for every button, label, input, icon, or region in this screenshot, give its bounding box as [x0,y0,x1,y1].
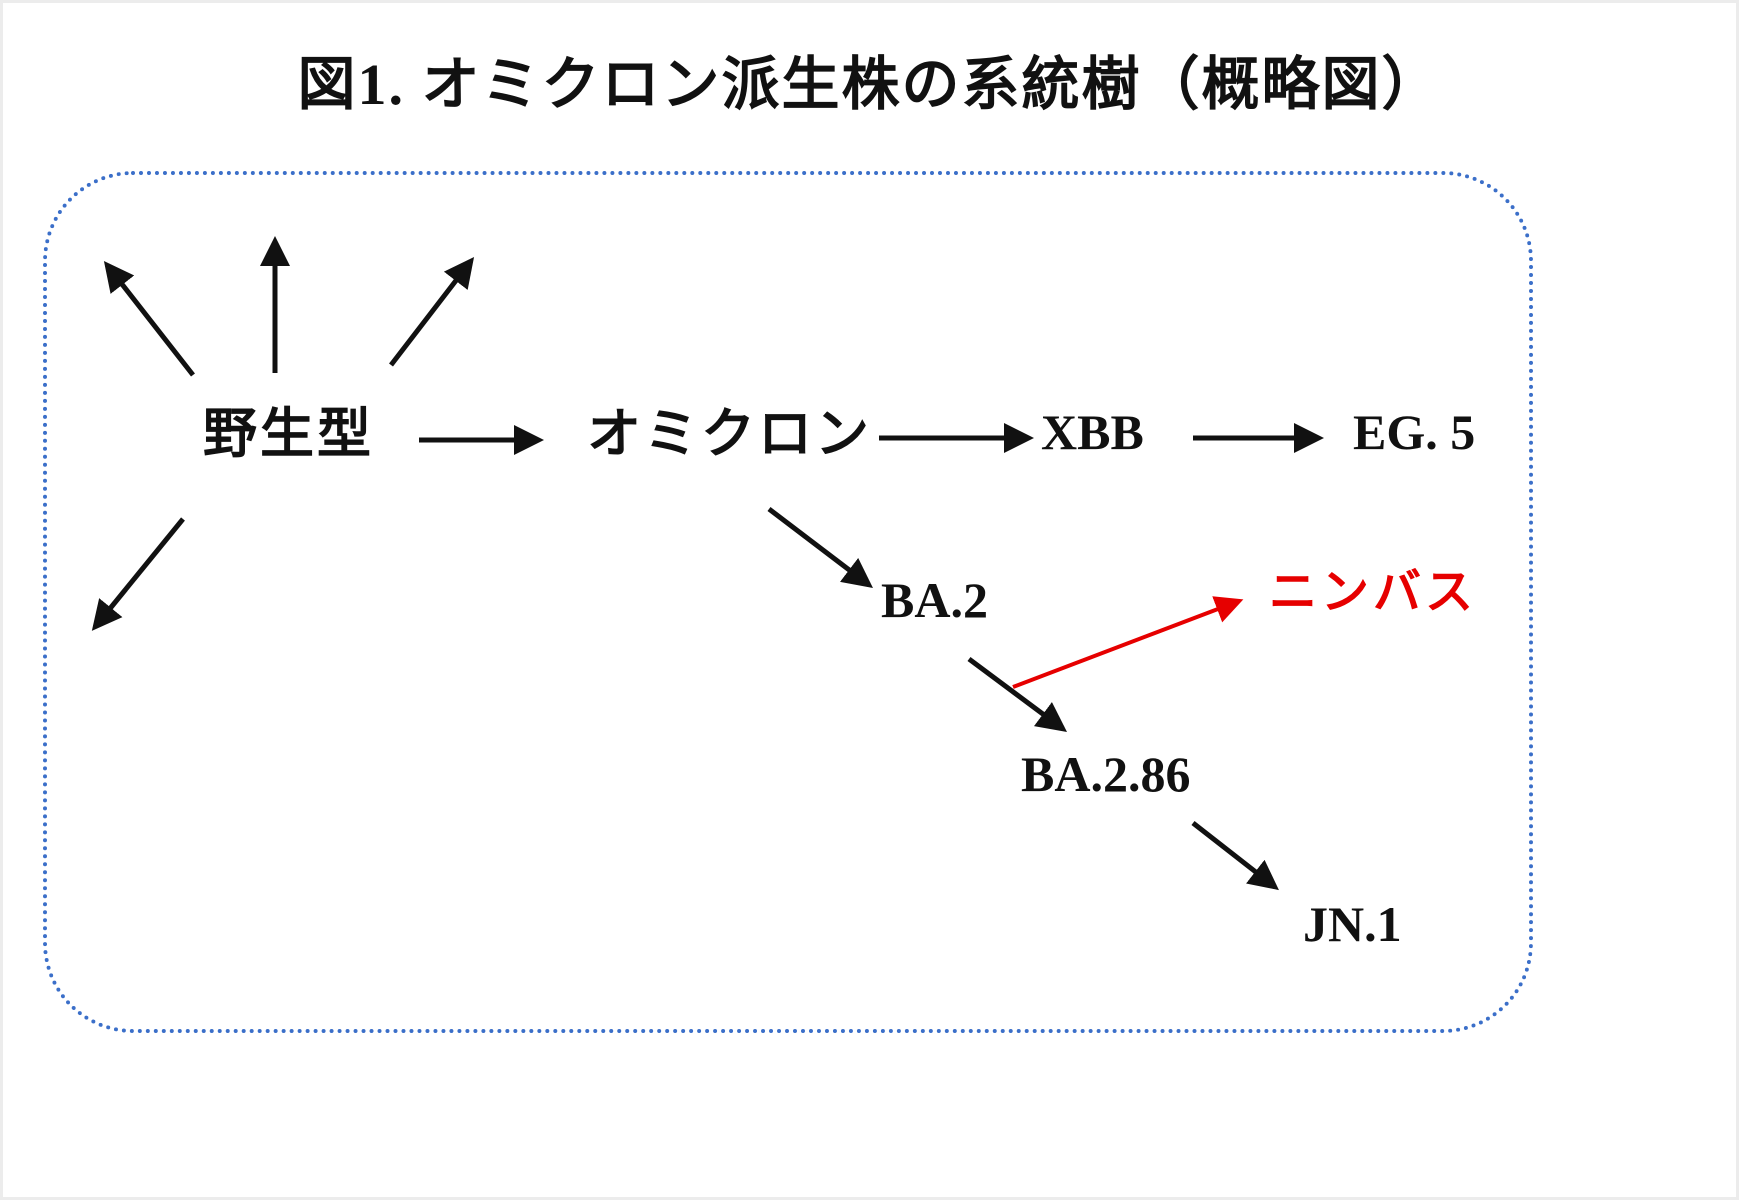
node-xbb: XBB [1041,404,1144,460]
node-nimbus: ニンバス [1269,566,1478,619]
node-omicron: オミクロン [587,404,872,464]
node-ba286: BA.2.86 [1021,746,1191,802]
node-ba2: BA.2 [881,572,988,628]
node-wild-type: 野生型 [203,404,374,464]
figure-title: 図1. オミクロン派生株の系統樹（概略図） [297,52,1442,117]
node-eg5: EG. 5 [1353,404,1476,460]
node-jn1: JN.1 [1303,896,1402,952]
diagram-box [43,171,1533,1033]
